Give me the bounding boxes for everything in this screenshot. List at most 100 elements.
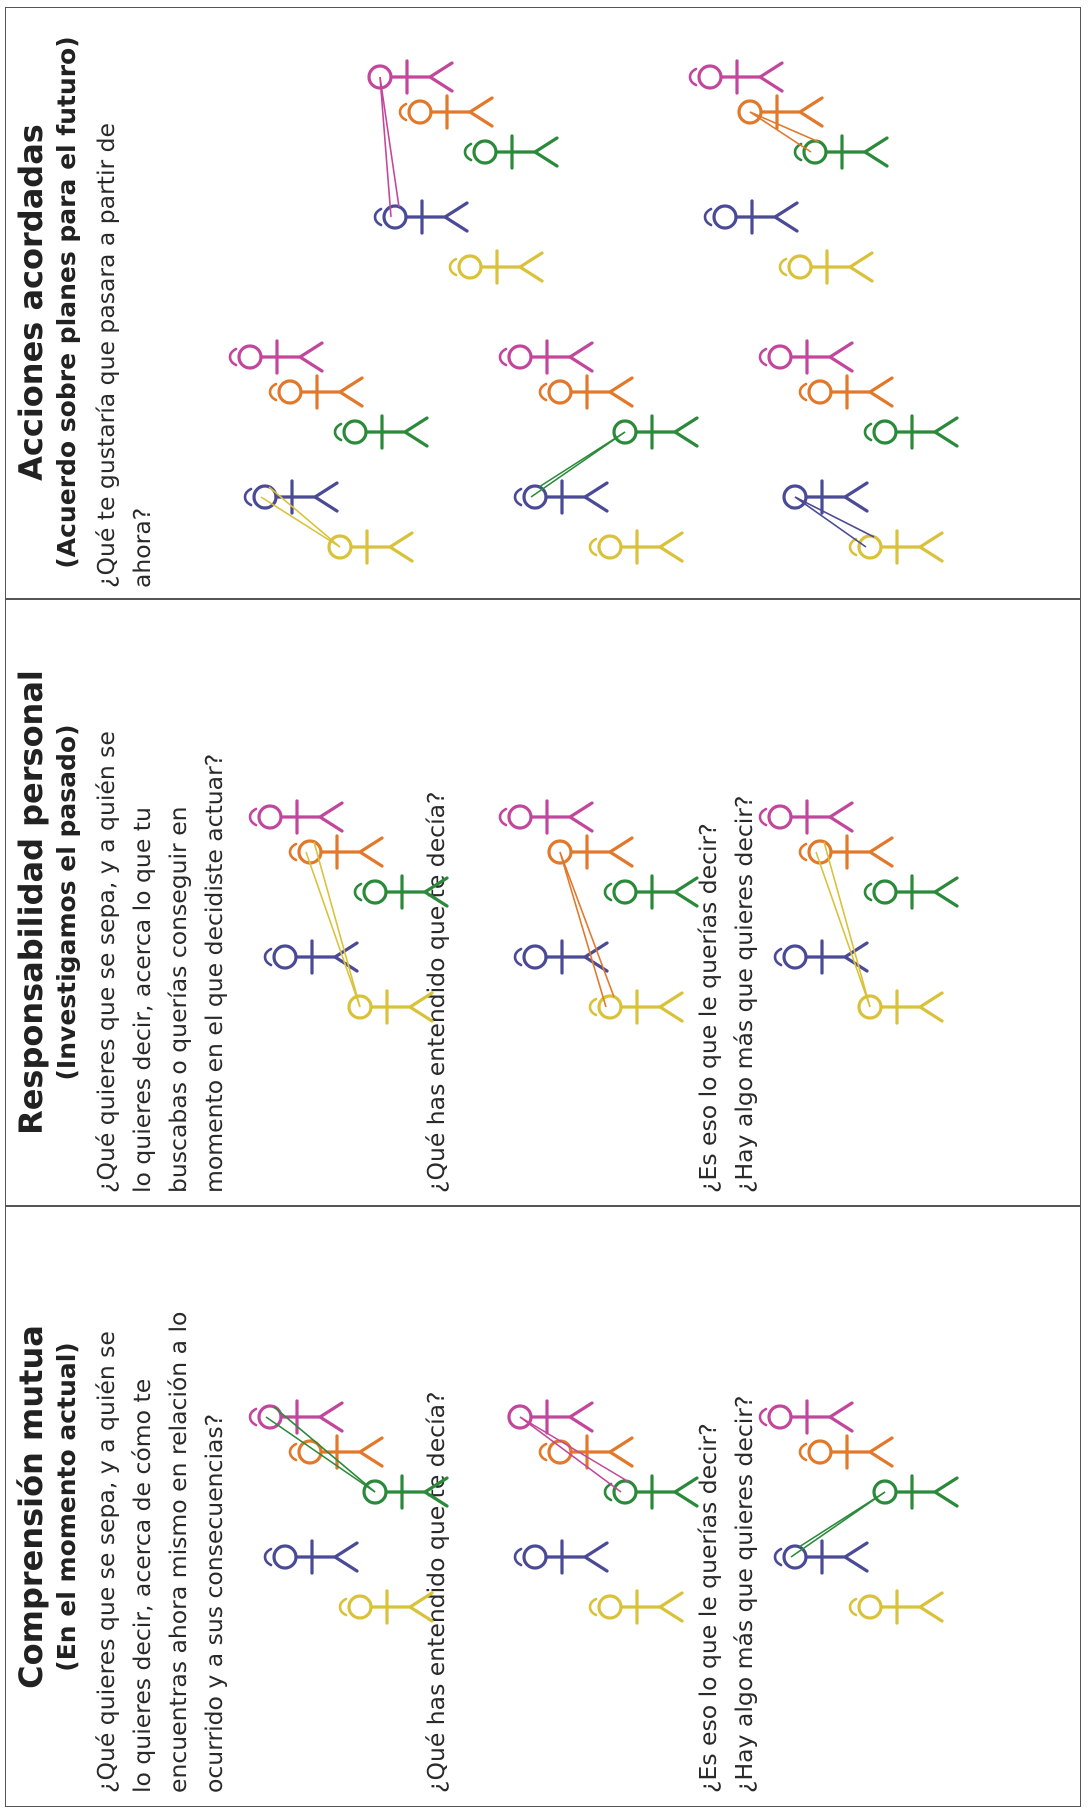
speech-line xyxy=(559,851,607,1008)
speech-line xyxy=(268,486,341,548)
listening-ear-icon xyxy=(513,947,523,967)
stick-figure xyxy=(547,834,634,870)
stick-figure xyxy=(588,1589,684,1625)
listening-ear-icon xyxy=(688,67,698,87)
stick-figure xyxy=(603,1474,699,1510)
stick-figure xyxy=(347,989,434,1025)
listening-ear-icon xyxy=(263,947,273,967)
speech-line xyxy=(379,76,400,208)
stick-figure xyxy=(588,989,684,1025)
stick-figure xyxy=(688,59,784,95)
listening-ear-icon xyxy=(588,537,598,557)
stick-figure xyxy=(362,1474,449,1510)
stick-figure xyxy=(798,834,894,870)
stick-figure xyxy=(863,414,959,450)
stick-figure xyxy=(872,1474,959,1510)
stick-figure xyxy=(612,414,699,450)
listening-ear-icon xyxy=(243,487,253,507)
stick-figure xyxy=(333,414,429,450)
listening-ear-icon xyxy=(778,257,788,277)
listening-ear-icon xyxy=(398,102,408,122)
listening-ear-icon xyxy=(498,807,508,827)
stick-figure xyxy=(263,939,359,975)
stick-figure xyxy=(798,1434,894,1470)
listening-ear-icon xyxy=(248,1407,258,1427)
stick-figure xyxy=(848,529,944,565)
listening-ear-icon xyxy=(798,1442,808,1462)
listening-ear-icon xyxy=(228,347,238,367)
speech-line xyxy=(559,851,615,998)
speech-line xyxy=(519,1416,630,1483)
listening-ear-icon xyxy=(798,842,808,862)
listening-ear-icon xyxy=(848,537,858,557)
listening-ear-icon xyxy=(798,382,808,402)
listening-ear-icon xyxy=(333,422,343,442)
stick-figure xyxy=(793,134,889,170)
listening-ear-icon xyxy=(773,1547,783,1567)
speech-line xyxy=(379,76,392,218)
listening-ear-icon xyxy=(263,1547,273,1567)
stick-figure xyxy=(248,799,344,835)
stick-figure xyxy=(288,834,384,870)
stick-figure xyxy=(263,1539,359,1575)
speech-line xyxy=(265,1416,376,1493)
stick-figure xyxy=(857,989,944,1025)
listening-ear-icon xyxy=(538,382,548,402)
listening-ear-icon xyxy=(758,1407,768,1427)
stick-figure xyxy=(538,1434,634,1470)
speech-line xyxy=(794,496,867,548)
stick-figure xyxy=(737,94,824,130)
listening-ear-icon xyxy=(338,1597,348,1617)
stick-figure xyxy=(778,249,874,285)
listening-ear-icon xyxy=(373,207,383,227)
stick-figure xyxy=(773,1539,869,1575)
stick-figure xyxy=(353,874,449,910)
listening-ear-icon xyxy=(588,1597,598,1617)
speech-line xyxy=(794,496,875,538)
stick-figure xyxy=(798,374,894,410)
stick-figure xyxy=(538,374,634,410)
listening-ear-icon xyxy=(268,382,278,402)
listening-ear-icon xyxy=(498,347,508,367)
speech-line xyxy=(305,851,361,1008)
stick-figure xyxy=(758,799,854,835)
listening-ear-icon xyxy=(603,882,613,902)
stick-figure xyxy=(773,939,869,975)
stick-figure xyxy=(863,874,959,910)
stick-figure xyxy=(448,249,544,285)
stick-figure xyxy=(848,1589,944,1625)
stick-figure xyxy=(228,339,324,375)
listening-ear-icon xyxy=(538,1442,548,1462)
listening-ear-icon xyxy=(288,1442,298,1462)
speech-line xyxy=(815,851,871,1008)
stick-figure xyxy=(243,479,339,515)
listening-ear-icon xyxy=(793,142,803,162)
stick-figure xyxy=(513,479,609,515)
stick-figure xyxy=(603,874,699,910)
stick-figure xyxy=(498,799,594,835)
listening-ear-icon xyxy=(513,487,523,507)
listening-ear-icon xyxy=(288,842,298,862)
speech-line xyxy=(749,111,812,153)
speech-line xyxy=(823,841,871,1008)
listening-ear-icon xyxy=(353,882,363,902)
speech-line xyxy=(798,1491,886,1548)
speech-line xyxy=(260,496,341,548)
speech-line xyxy=(749,111,820,143)
stick-figure xyxy=(782,479,869,515)
stick-figure xyxy=(338,1589,434,1625)
stick-figure xyxy=(758,1399,854,1435)
speech-line xyxy=(519,1416,622,1493)
stick-figure xyxy=(588,529,684,565)
stick-figure xyxy=(513,1539,609,1575)
stick-figure xyxy=(288,1434,384,1470)
stick-figure xyxy=(758,339,854,375)
listening-ear-icon xyxy=(448,257,458,277)
stick-figure xyxy=(248,1399,344,1435)
listening-ear-icon xyxy=(513,1547,523,1567)
stick-figure xyxy=(398,94,494,130)
speech-line xyxy=(313,841,361,1008)
listening-ear-icon xyxy=(758,807,768,827)
